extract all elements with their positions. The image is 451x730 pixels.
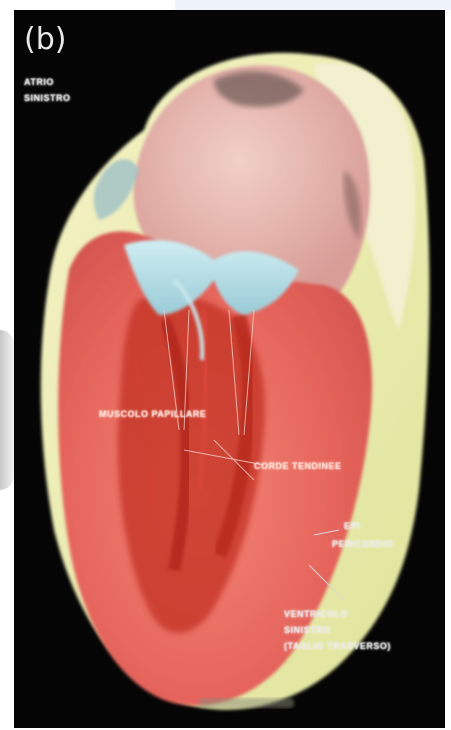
pericardium-label: PERICARDIO xyxy=(332,538,394,550)
top-strip xyxy=(175,0,451,10)
panel-label: (b) xyxy=(24,22,66,58)
ventricle-label-line-1: VENTRICOLO xyxy=(284,608,348,620)
ventricle-label-line-2: SINISTRO xyxy=(284,624,331,636)
atrium-label-line-2: SINISTRO xyxy=(24,92,71,104)
inner-label-1: MUSCOLO PAPILLARE xyxy=(99,408,206,420)
epi-label: EPI xyxy=(344,520,360,532)
inner-label-2: CORDE TENDINEE xyxy=(254,460,342,472)
ventricle-label-line-3: (TAGLIO TRASVERSO) xyxy=(284,640,391,652)
adjacent-figure-edge xyxy=(0,330,14,490)
atrium-label-line-1: ATRIO xyxy=(24,76,54,88)
bottom-caption-blur xyxy=(199,698,294,708)
heart-drawing xyxy=(14,10,445,728)
heart-illustration-panel: (b) ATRIO SINISTRO MUSCOLO PAPILLARE COR… xyxy=(14,10,445,728)
